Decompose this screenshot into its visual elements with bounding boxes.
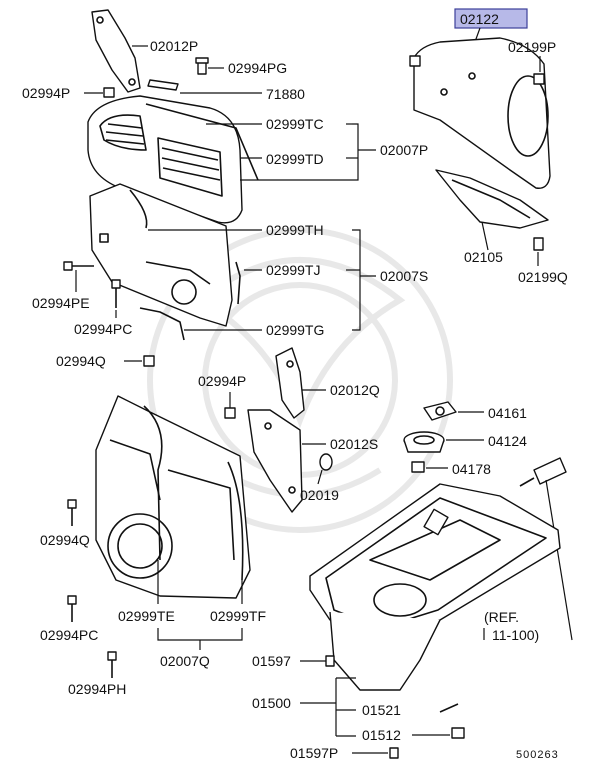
part-02012Q-bracket[interactable] <box>275 347 305 419</box>
label-01521[interactable]: 01521 <box>362 702 401 718</box>
part-02012P-bracket[interactable] <box>91 9 141 93</box>
part-dipstick-guide[interactable] <box>519 457 567 487</box>
bolt-02994PH[interactable] <box>107 651 117 678</box>
part-02012S-bracket[interactable] <box>247 409 303 513</box>
gasket-04161[interactable] <box>423 401 457 421</box>
bolt-02994P-a[interactable] <box>103 87 115 98</box>
label-02994Q-a[interactable]: 02994Q <box>56 353 106 369</box>
label-02999TF[interactable]: 02999TF <box>210 608 266 624</box>
label-02019[interactable]: 02019 <box>300 487 339 503</box>
bolt-01597[interactable] <box>325 655 335 667</box>
label-71880[interactable]: 71880 <box>266 86 305 102</box>
plug-02019[interactable] <box>319 453 333 471</box>
bolt-02994Q-b[interactable] <box>67 499 77 526</box>
highlight-box-02122[interactable] <box>454 8 528 29</box>
bolt-04178[interactable] <box>411 461 425 473</box>
bolt-02994PE[interactable] <box>63 261 94 271</box>
label-02999TJ[interactable]: 02999TJ <box>266 262 320 278</box>
gasket-02999TC[interactable] <box>145 103 259 181</box>
label-02994P-a[interactable]: 02994P <box>22 85 70 101</box>
gasket-02999TJ[interactable] <box>235 261 241 305</box>
label-02122[interactable]: 02122 <box>460 11 499 27</box>
label-02994PC-b[interactable]: 02994PC <box>40 627 98 643</box>
label-02994PE[interactable]: 02994PE <box>32 295 90 311</box>
label-02012P[interactable]: 02012P <box>150 38 198 54</box>
part-04124-strainer[interactable] <box>403 431 445 453</box>
label-04178[interactable]: 04178 <box>452 461 491 477</box>
gasket-02999TE[interactable] <box>143 405 163 561</box>
label-02999TD[interactable]: 02999TD <box>266 151 324 167</box>
label-02199Q[interactable]: 02199Q <box>518 269 568 285</box>
label-02994PC-a[interactable]: 02994PC <box>74 321 132 337</box>
bolt-02994PG[interactable] <box>195 57 209 75</box>
part-71880-seal-strip[interactable] <box>147 79 179 91</box>
label-04124[interactable]: 04124 <box>488 433 527 449</box>
bolt-02994PC-a[interactable] <box>111 279 121 308</box>
bolt-02994PC-b[interactable] <box>67 595 77 622</box>
diagram-id: 500263 <box>516 749 559 761</box>
part-02122-rear-plate[interactable] <box>409 37 551 189</box>
part-lower-timing-cover[interactable] <box>95 395 251 599</box>
label-02994P-b[interactable]: 02994P <box>198 373 246 389</box>
drain-plug-01512[interactable] <box>451 727 465 739</box>
gasket-01521[interactable] <box>439 703 459 713</box>
part-02105-shield[interactable] <box>435 169 549 229</box>
label-04161[interactable]: 04161 <box>488 405 527 421</box>
label-02007Q[interactable]: 02007Q <box>160 653 210 669</box>
label-02999TH[interactable]: 02999TH <box>266 222 324 238</box>
label-02994PH[interactable]: 02994PH <box>68 681 126 697</box>
part-01500-oil-pan[interactable] <box>309 483 561 691</box>
label-02105[interactable]: 02105 <box>464 249 503 265</box>
label-ref-1: (REF. <box>484 609 519 625</box>
label-02012S[interactable]: 02012S <box>330 436 378 452</box>
gasket-02999TF[interactable] <box>227 461 244 581</box>
label-01597[interactable]: 01597 <box>252 653 291 669</box>
bolt-02994P-b[interactable] <box>224 407 236 419</box>
part-middle-timing-cover[interactable] <box>89 183 233 327</box>
label-02994Q-b[interactable]: 02994Q <box>40 532 90 548</box>
bolt-02199Q[interactable] <box>533 237 544 251</box>
label-02999TC[interactable]: 02999TC <box>266 116 324 132</box>
label-02999TG[interactable]: 02999TG <box>266 322 324 338</box>
label-01512[interactable]: 01512 <box>362 727 401 743</box>
bolt-01597P[interactable] <box>389 747 399 759</box>
label-02012Q[interactable]: 02012Q <box>330 382 380 398</box>
gasket-02999TG[interactable] <box>139 307 185 341</box>
label-02999TE[interactable]: 02999TE <box>118 608 175 624</box>
gasket-02999TH[interactable] <box>129 189 148 229</box>
bolt-02199P[interactable] <box>533 73 545 85</box>
label-ref-2: 11-100) <box>492 627 539 643</box>
label-02007S[interactable]: 02007S <box>380 268 428 284</box>
label-01597P[interactable]: 01597P <box>290 745 338 761</box>
label-02994PG[interactable]: 02994PG <box>228 60 287 76</box>
label-02199P[interactable]: 02199P <box>508 39 556 55</box>
label-02007P[interactable]: 02007P <box>380 142 428 158</box>
label-01500[interactable]: 01500 <box>252 695 291 711</box>
bolt-02994Q-a[interactable] <box>143 355 155 367</box>
